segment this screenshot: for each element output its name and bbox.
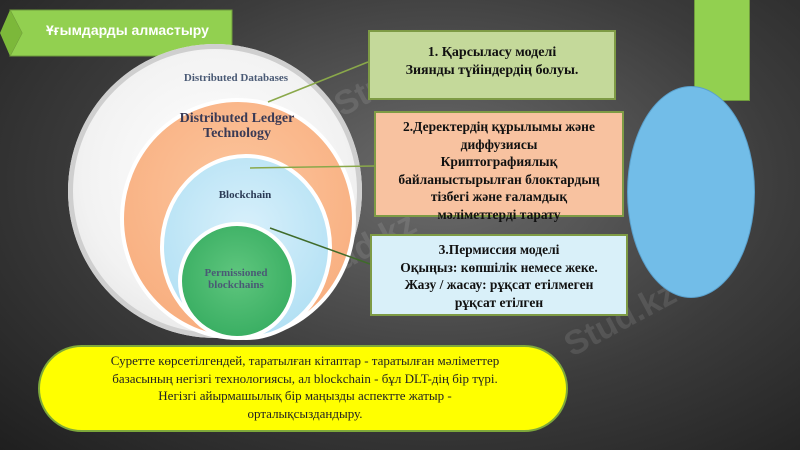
callout-data-structure: 2.Деректердің құрылымы және диффузиясы К… [374,111,624,222]
callout-line: тізбегі және ғаламдық [430,189,568,205]
callout-adversary-model: 1. Қарсыласу моделі Зиянды түйіндердің б… [368,30,616,100]
decorative-oval [627,86,755,298]
circle-permissioned [178,222,296,340]
callout-line: рұқсат етілген [454,294,544,310]
title-banner [0,9,233,57]
summary-line: базасының негізгі технологиясы, ал block… [112,370,498,386]
callout-line: 3.Пермиссия моделі [438,242,560,257]
connector-line-3 [269,227,371,265]
label-distributed-databases: Distributed Databases [183,72,289,84]
connector-line-1 [267,61,369,103]
decorative-bar [694,0,750,101]
callout-line: Зиянды түйіндердің болуы. [405,63,579,79]
callout-line: диффузиясы [460,136,538,152]
summary-text: Суретте көрсетілгендей, таратылған кітап… [56,352,554,422]
callout-permission-model: 3.Пермиссия моделі Оқыңыз: көпшілік неме… [370,234,628,316]
callout-line: Криптографиялық [440,154,558,170]
summary-banner [38,345,568,432]
callout-line: Жазу / жасау: рұқсат етілмеген [404,277,594,293]
connector-line-2 [249,165,375,169]
slide-title-text: Ұғымдарды алмастыру [46,22,209,38]
callout-line: байланыстырылған блоктардың [398,171,600,187]
slide-title: Ұғымдарды алмастыру [0,6,234,60]
callout-line: Оқыңыз: көпшілік немесе жеке. [400,259,598,275]
summary-line: орталықсыздандыру. [247,405,363,421]
summary-line: Негізгі айырмашылық бір маңызды аспектте… [158,388,452,404]
summary-line: Суретте көрсетілгендей, таратылған кітап… [110,353,500,368]
label-permissioned-blockchains: Permissioned blockchains [204,267,268,291]
callout-line: 2.Деректердің құрылымы және [403,119,595,134]
label-distributed-ledger: Distributed Ledger Technology [179,111,295,141]
label-blockchain: Blockchain [218,189,272,201]
callout-line: мәліметтерді тарату [437,206,561,222]
callout-line: 1. Қарсыласу моделі [427,45,557,60]
